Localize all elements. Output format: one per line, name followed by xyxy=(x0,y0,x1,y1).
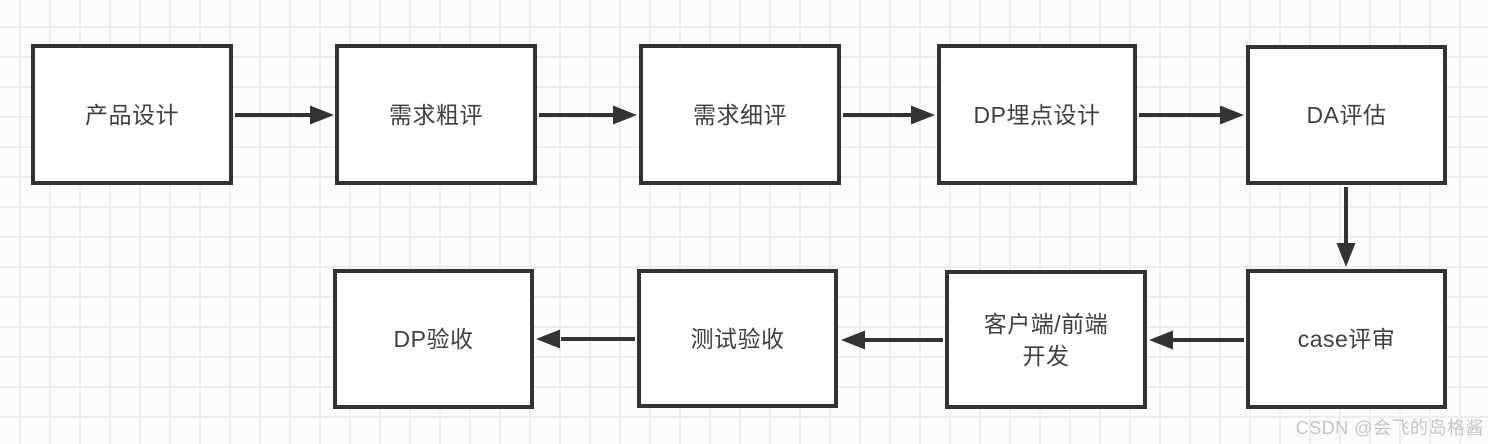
arrow-detailed-review-to-dp-tracking-design xyxy=(843,105,935,125)
node-label: 需求粗评 xyxy=(389,101,483,128)
node-label: 开发 xyxy=(1022,342,1070,369)
node-requirement-rough-review: 需求粗评 xyxy=(335,44,537,185)
node-label: case评审 xyxy=(1297,326,1396,352)
node-label: 需求细评 xyxy=(693,101,787,128)
node-dp-acceptance: DP验收 xyxy=(333,269,534,409)
node-label: DA评估 xyxy=(1306,102,1387,128)
node-product-design: 产品设计 xyxy=(31,44,233,185)
node-da-evaluation: DA评估 xyxy=(1246,45,1447,185)
node-label: DP验收 xyxy=(393,326,474,352)
arrow-dp-tracking-design-to-da-evaluation xyxy=(1139,105,1244,125)
arrow-case-review-to-client-frontend-dev xyxy=(1149,330,1244,350)
node-client-frontend-dev: 客户端/前端 开发 xyxy=(945,270,1147,409)
node-label: DP埋点设计 xyxy=(973,101,1101,128)
arrow-da-evaluation-to-case-review xyxy=(1336,187,1356,267)
node-test-acceptance: 测试验收 xyxy=(637,269,838,408)
arrow-test-acceptance-to-dp-acceptance xyxy=(536,329,635,349)
csdn-watermark: CSDN @会飞的岛格酱 xyxy=(1295,418,1484,438)
node-label: 产品设计 xyxy=(85,101,179,128)
node-requirement-detailed-review: 需求细评 xyxy=(639,44,841,185)
node-case-review: case评审 xyxy=(1246,269,1447,409)
arrow-product-design-to-rough-review xyxy=(235,105,334,125)
arrow-rough-review-to-detailed-review xyxy=(539,105,637,125)
node-label: 客户端/前端 xyxy=(983,310,1109,337)
arrow-client-frontend-dev-to-test-acceptance xyxy=(841,330,943,350)
node-dp-tracking-design: DP埋点设计 xyxy=(937,44,1137,185)
node-label: 测试验收 xyxy=(690,325,785,352)
